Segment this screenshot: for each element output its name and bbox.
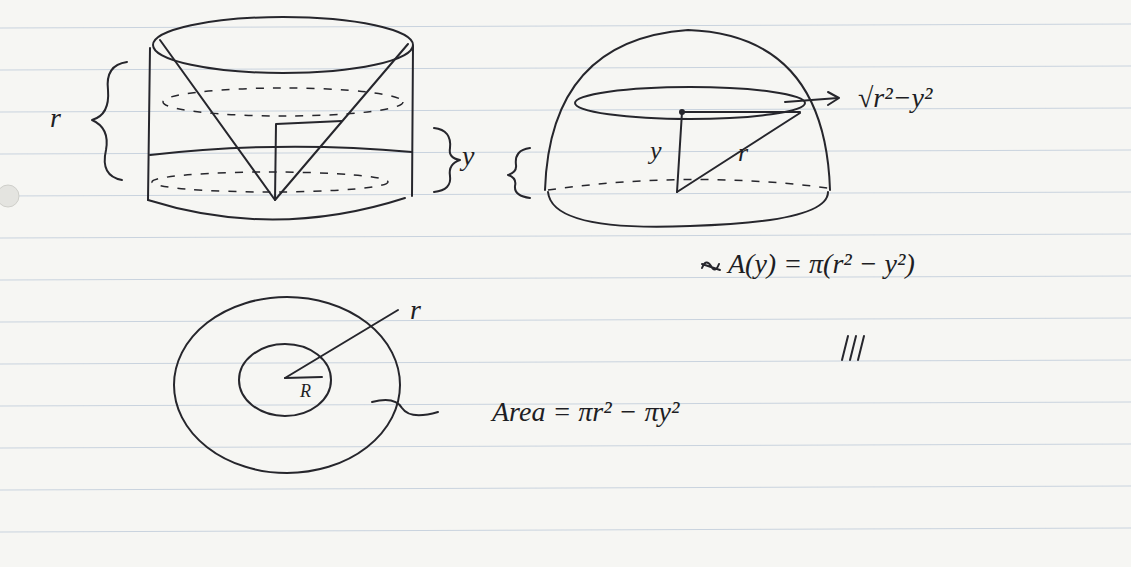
label-text: Area = πr² − πy² — [492, 396, 679, 427]
radius-label: r — [410, 296, 421, 324]
hemisphere — [545, 30, 839, 227]
height-label: y — [650, 138, 662, 164]
annulus — [174, 297, 438, 473]
area-formula: A(y) = π(r² − y²) — [728, 250, 915, 278]
cylinder-with-cone — [92, 17, 530, 220]
label-text: y — [462, 140, 474, 171]
label-text: r — [50, 102, 61, 133]
label-text: R — [300, 381, 311, 401]
label-text: r — [410, 294, 421, 325]
cross-section-radius: √r²−y² — [858, 84, 932, 112]
height-label: y — [462, 142, 474, 170]
label-text: r — [738, 138, 748, 167]
label-text: √r²−y² — [858, 82, 932, 113]
radius-label: r — [50, 104, 61, 132]
label-text: y — [650, 136, 662, 165]
radius-label: r — [738, 140, 748, 166]
label-text: A(y) = π(r² − y²) — [728, 248, 915, 279]
inner-radius-label: R — [300, 382, 311, 401]
tick-marks — [842, 336, 864, 360]
scribble — [702, 262, 720, 270]
punch-hole — [0, 185, 19, 207]
area-formula: Area = πr² − πy² — [492, 398, 679, 426]
ruled-lines — [0, 24, 1131, 532]
